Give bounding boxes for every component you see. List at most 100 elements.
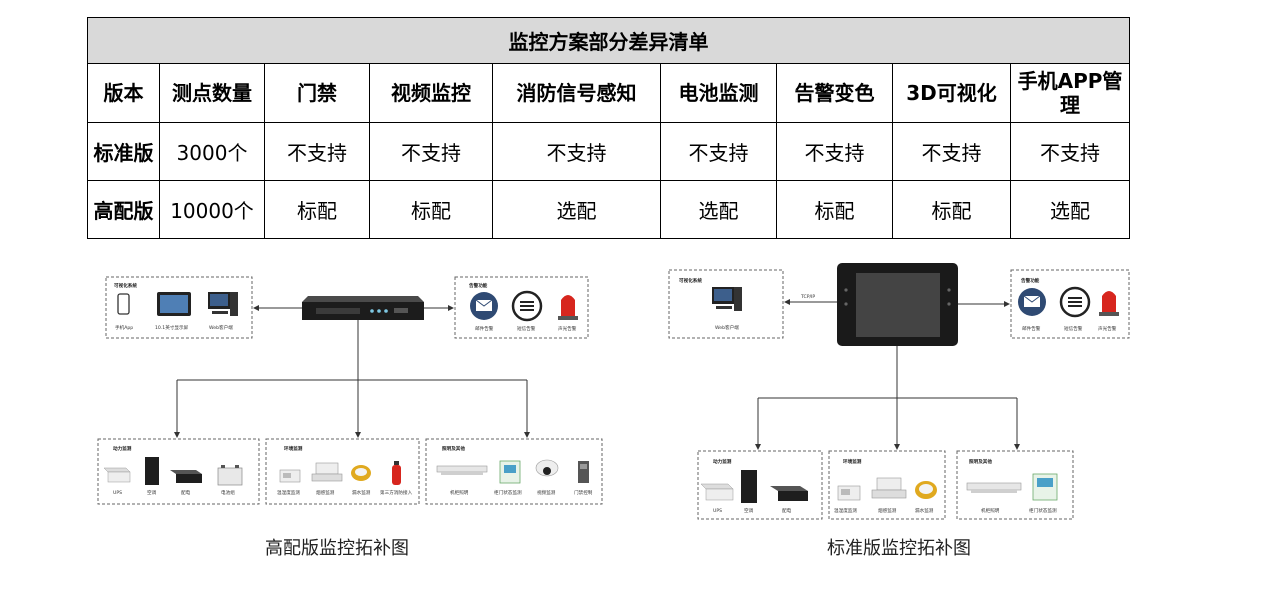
table-cell: 标配	[776, 180, 893, 239]
ups-icon	[700, 483, 734, 501]
header-cell: 门禁	[264, 63, 370, 123]
power-distribution-icon	[170, 470, 202, 483]
touch-panel-device-icon	[837, 263, 958, 346]
standard-caption: 标准版监控拓补图	[827, 538, 971, 559]
high-alarm-item: 短信告警	[517, 325, 536, 332]
std-env-title: 环境监测	[843, 458, 862, 465]
high-env-box	[265, 438, 420, 505]
smoke-sensor-icon	[311, 462, 343, 482]
high-env-title: 环境监测	[284, 445, 303, 452]
high-alarm-title: 告警功能	[469, 282, 488, 289]
controller-device-icon	[302, 296, 424, 320]
high-visual-item: 10.1英寸显示屏	[155, 324, 189, 331]
high-power-box	[97, 438, 260, 505]
std-visual-box	[668, 269, 784, 339]
std-alarm-item: 声光告警	[1098, 325, 1117, 332]
temperature-humidity-sensor-icon	[279, 469, 301, 483]
std-alarm-title: 告警功能	[1021, 277, 1040, 284]
std-env-item: 烟感监测	[878, 507, 897, 514]
table-cell: 标配	[369, 180, 493, 239]
cabinet-light-icon	[966, 482, 1022, 493]
std-alarm-item: 短信告警	[1064, 325, 1083, 332]
cabinet-light-icon	[436, 465, 488, 475]
sms-alert-icon	[1059, 286, 1091, 318]
camera-icon	[535, 459, 559, 477]
high-power-title: 动力监测	[113, 445, 132, 452]
header-cell: 电池监测	[660, 63, 777, 123]
std-light-box	[956, 450, 1074, 520]
table-cell: 选配	[1009, 180, 1131, 239]
siren-light-icon	[558, 295, 578, 320]
table-cell: 10000个	[159, 180, 265, 239]
std-power-item: 配电	[782, 507, 792, 514]
fire-extinguisher-icon	[392, 461, 401, 485]
std-env-item: 漏水监测	[915, 507, 934, 514]
high-light-item: 门禁控制	[574, 489, 593, 496]
tcp-ip-label: TCP/IP	[800, 294, 815, 300]
row-name-cell: 高配版	[87, 180, 160, 239]
std-visual-item: Web客户端	[715, 324, 739, 331]
header-cell: 视频监控	[369, 63, 493, 123]
std-alarm-item: 邮件告警	[1022, 325, 1041, 332]
header-cell: 测点数量	[159, 63, 265, 123]
table-cell: 选配	[492, 180, 661, 239]
air-conditioner-icon	[145, 457, 159, 485]
ups-icon	[103, 467, 131, 483]
high-light-box	[425, 438, 603, 505]
std-light-item: 柜门状态监测	[1029, 507, 1057, 514]
std-power-item: UPS	[713, 508, 722, 514]
high-visual-item: 手机App	[115, 324, 133, 331]
high-light-title: 照明及其他	[442, 445, 465, 452]
high-power-item: 配电	[181, 489, 191, 496]
high-visual-item: Web客户端	[209, 324, 233, 331]
std-visual-title: 可视化系统	[679, 277, 702, 284]
high-visual-box	[105, 276, 253, 339]
std-env-item: 温湿度监测	[834, 507, 857, 514]
high-power-item: 空调	[147, 489, 157, 496]
siren-light-icon	[1099, 291, 1119, 316]
std-alarm-box	[1010, 269, 1130, 339]
smoke-sensor-icon	[871, 477, 907, 499]
door-status-sensor-icon	[499, 460, 521, 484]
table-cell: 3000个	[159, 122, 265, 181]
high-visual-title: 可视化系统	[114, 282, 137, 289]
sms-alert-icon	[511, 290, 543, 322]
high-light-item: 柜门状态监测	[494, 489, 522, 496]
high-alarm-item: 声光告警	[558, 325, 577, 332]
power-distribution-icon	[770, 486, 808, 501]
table-cell: 不支持	[264, 122, 370, 181]
mobile-phone-icon	[117, 293, 130, 315]
table-cell: 不支持	[660, 122, 777, 181]
high-alarm-item: 邮件告警	[475, 325, 494, 332]
table-row: 标准版 3000个 不支持 不支持 不支持 不支持 不支持 不支持 不支持	[87, 122, 1131, 181]
tablet-display-icon	[157, 292, 191, 316]
std-power-title: 动力监测	[713, 458, 732, 465]
high-power-item: 电池组	[221, 489, 235, 496]
comparison-table: 监控方案部分差异清单 版本 测点数量 门禁 视频监控 消防信号感知 电池监测 告…	[86, 17, 1131, 239]
door-status-sensor-icon	[1032, 473, 1058, 501]
water-leak-sensor-icon	[915, 481, 937, 499]
header-cell: 告警变色	[776, 63, 893, 123]
table-cell: 不支持	[892, 122, 1011, 181]
high-env-item: 第三方消防接入	[380, 489, 413, 496]
high-config-caption: 高配版监控拓补图	[265, 538, 409, 559]
air-conditioner-icon	[741, 470, 757, 503]
std-power-item: 空调	[744, 507, 754, 514]
table-cell: 标配	[264, 180, 370, 239]
std-env-box	[828, 450, 946, 520]
high-light-item: 机柜照明	[450, 489, 469, 496]
table-cell: 不支持	[776, 122, 893, 181]
high-alarm-box	[454, 276, 589, 339]
desktop-computer-icon	[208, 292, 238, 316]
high-env-item: 漏水监测	[352, 489, 371, 496]
email-alert-icon	[1018, 288, 1046, 316]
high-env-item: 温湿度监测	[277, 489, 300, 496]
table-cell: 不支持	[1009, 122, 1131, 181]
high-env-item: 烟感监测	[316, 489, 335, 496]
table-row: 高配版 10000个 标配 标配 选配 选配 标配 标配 选配	[87, 180, 1131, 239]
high-light-item: 视频监测	[537, 489, 556, 496]
std-light-title: 照明及其他	[969, 458, 992, 465]
standard-diagram: 可视化系统 告警功能 动力监测 环境监测 照明及其他 TCP/IP Web客户端	[668, 263, 1130, 520]
header-cell: 消防信号感知	[492, 63, 661, 123]
